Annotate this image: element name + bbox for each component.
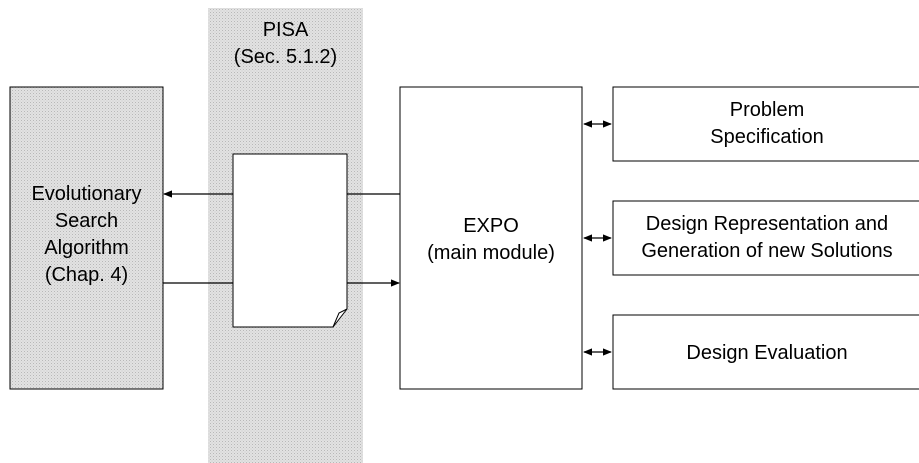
search-algorithm-line1: Evolutionary (31, 183, 141, 205)
design-evaluation-line1: Design Evaluation (686, 342, 847, 364)
search-algorithm-box (9, 86, 164, 390)
expo-line1: EXPO (463, 215, 519, 237)
design-representation-box (612, 200, 919, 276)
problem-specification-box (612, 86, 919, 162)
problem-specification-line2: Specification (710, 126, 823, 148)
pisa-title: PISA (263, 19, 309, 41)
design-representation-line2: Generation of new Solutions (641, 240, 892, 262)
expo-line2: (main module) (427, 242, 555, 264)
design-evaluation-box (612, 314, 919, 390)
problem-specification-line1: Problem (730, 99, 804, 121)
document-icon (232, 153, 348, 328)
document-fold (332, 308, 348, 328)
search-algorithm-line2: Search (55, 210, 118, 232)
search-algorithm-line4: (Chap. 4) (45, 264, 128, 286)
pisa-reference: (Sec. 5.1.2) (234, 46, 337, 68)
expo-box (399, 86, 583, 390)
design-representation-line1: Design Representation and (646, 213, 888, 235)
search-algorithm-line3: Algorithm (44, 237, 128, 259)
